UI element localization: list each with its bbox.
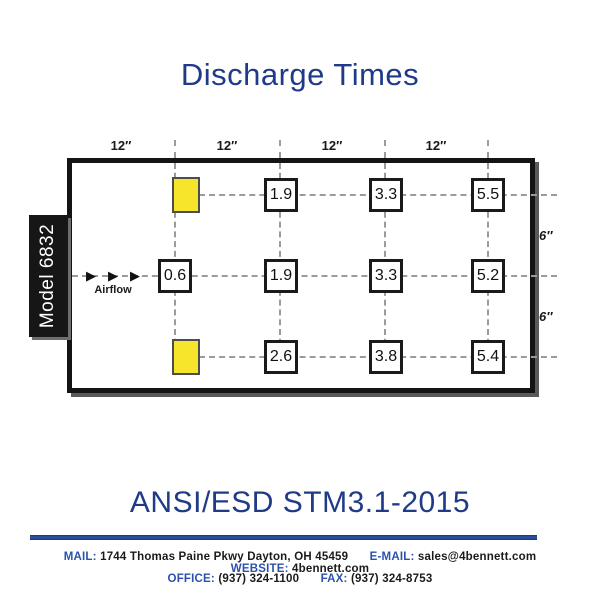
charged-plate-marker	[172, 339, 200, 375]
dimension-label-side: 6″	[539, 309, 553, 324]
dimension-label-top: 12″	[110, 138, 132, 153]
airflow-label: Airflow	[94, 284, 132, 296]
contact-value: (937) 324-1100	[218, 573, 300, 585]
airflow-arrow-icon: ▶	[108, 268, 118, 283]
contact-label: FAX:	[320, 573, 348, 585]
discharge-time-box: 3.8	[369, 340, 403, 374]
contact-label: OFFICE:	[167, 573, 215, 585]
discharge-time-box: 5.2	[471, 259, 505, 293]
row-guide-line	[72, 275, 557, 277]
contact-value: 1744 Thomas Paine Pkwy Dayton, OH 45459	[100, 551, 349, 563]
contact-fax: FAX: (937) 324-8753	[321, 573, 433, 585]
discharge-time-box: 1.9	[264, 178, 298, 212]
contact-value: (937) 324-8753	[350, 573, 433, 585]
model-label: Model 6832	[37, 223, 59, 329]
contact-mail: MAIL: 1744 Thomas Paine Pkwy Dayton, OH …	[64, 551, 348, 563]
contact-line-1: MAIL: 1744 Thomas Paine Pkwy Dayton, OH …	[0, 551, 600, 575]
airflow-arrow-icon: ▶	[130, 268, 140, 283]
footer-divider	[30, 535, 537, 540]
discharge-time-box: 5.4	[471, 340, 505, 374]
dimension-label-top: 12″	[425, 138, 447, 153]
contact-website: WEBSITE: 4bennett.com	[231, 563, 369, 575]
dimension-label-top: 12″	[216, 138, 238, 153]
page-title: Discharge Times	[180, 57, 420, 92]
discharge-time-box: 0.6	[158, 259, 192, 293]
discharge-time-box: 3.3	[369, 178, 403, 212]
contact-value: sales@4bennett.com	[417, 551, 537, 563]
contact-email: E-MAIL: sales@4bennett.com	[370, 551, 537, 563]
dimension-tick	[487, 140, 489, 158]
dimension-label-side: 6″	[539, 228, 553, 243]
contact-office: OFFICE: (937) 324-1100	[168, 573, 300, 585]
discharge-time-box: 1.9	[264, 259, 298, 293]
standard-title: ANSI/ESD STM3.1-2015	[129, 486, 471, 519]
contact-label: WEBSITE:	[230, 563, 289, 575]
dimension-tick	[279, 140, 281, 158]
discharge-time-box: 3.3	[369, 259, 403, 293]
contact-label: E-MAIL:	[369, 551, 415, 563]
discharge-time-box: 2.6	[264, 340, 298, 374]
airflow-arrow-icon: ▶	[86, 268, 96, 283]
charged-plate-marker	[172, 177, 200, 213]
discharge-time-box: 5.5	[471, 178, 505, 212]
dimension-tick	[174, 140, 176, 158]
dimension-label-top: 12″	[321, 138, 343, 153]
contact-line-2: OFFICE: (937) 324-1100 FAX: (937) 324-87…	[0, 573, 600, 585]
model-label-box: Model 6832	[29, 215, 68, 337]
dimension-tick	[384, 140, 386, 158]
contact-value: 4bennett.com	[292, 563, 370, 575]
airflow-arrows: ▶ ▶ ▶	[86, 267, 140, 284]
contact-label: MAIL:	[63, 551, 97, 563]
